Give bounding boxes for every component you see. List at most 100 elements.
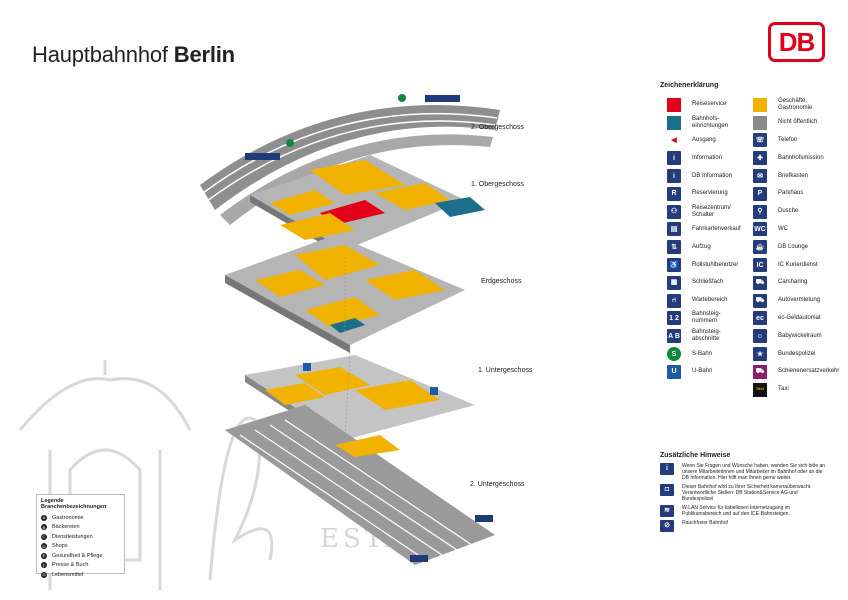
legend-item-label: Autovermietung: [778, 297, 821, 304]
parking-icon: P: [753, 186, 767, 201]
u-bahn-icon: U: [667, 364, 681, 379]
page-title: Hauptbahnhof Berlin: [32, 42, 235, 67]
legend-item: ⚲ Dusche: [753, 203, 839, 221]
legend-item-label: Schließfach: [692, 279, 724, 286]
db-info-icon: i: [667, 169, 681, 184]
legend-item-label: DB Lounge: [778, 243, 809, 250]
exit-arrow: ◀: [671, 136, 677, 144]
branch-label: Shops: [52, 543, 68, 550]
shower-icon: ⚲: [753, 204, 767, 219]
station-map: [200, 94, 500, 565]
courier-icon: IC: [753, 258, 767, 273]
legend-item: i Information: [667, 149, 741, 167]
branch-legend-heading: Legende Branchenbezeichnungen: [41, 498, 107, 510]
legend-item: Geschäfte, Gastronomie: [753, 96, 839, 114]
level-1og: [250, 155, 485, 257]
no-smoking-icon: ⊘: [660, 520, 674, 532]
legend-item: ★ Bundespolizei: [753, 345, 839, 363]
platform-section-icon: A B: [667, 329, 681, 344]
hints-heading: Zusätzliche Hinweise: [660, 452, 731, 459]
legend-item-label: DB Information: [692, 172, 733, 179]
level-label-2og: 2. Obergeschoss: [471, 124, 524, 131]
atm-icon: ec: [753, 311, 767, 326]
hint-text: Rauchfreier Bahnhof: [682, 520, 728, 526]
reservation-icon: R: [667, 186, 681, 201]
bus-icon: ⛟: [753, 364, 767, 379]
legend-item: A B Bahnsteig- abschnitte: [667, 327, 741, 345]
legend-item: U U-Bahn: [667, 363, 741, 381]
camera-icon: ◘: [660, 484, 674, 496]
legend-item: ⑁Wartebereich: [667, 292, 741, 310]
police-icon: ★: [753, 347, 767, 362]
branch-letter-icon: B: [41, 524, 47, 531]
level-2ug-platforms: [225, 405, 495, 565]
legend-item-label: Dusche: [778, 208, 799, 215]
wifi-icon: ≋: [660, 505, 674, 517]
info-icon: i: [667, 151, 681, 166]
legend-item: ☺Babywickelraum: [753, 327, 839, 345]
taxi-icon: TAXI: [753, 382, 767, 397]
branch-letter-icon: F: [41, 562, 47, 569]
legend-item: Bahnhofs- einrichtungen: [667, 114, 741, 132]
legend-item-label: Bahnhofsmission: [778, 154, 824, 161]
legend-item-label: Briefkasten: [778, 172, 809, 179]
legend-item-label: Nicht öffentlich: [778, 119, 818, 126]
legend-item-label: Rollstuhlbenutzer: [692, 261, 739, 268]
legend-item-label: Aufzug: [692, 243, 711, 250]
legend-item: ♿ Rollstuhlbenutzer: [667, 256, 741, 274]
wc-icon: WC: [753, 222, 767, 237]
legend-item: ✉ Briefkasten: [753, 167, 839, 185]
legend-item: Nicht öffentlich: [753, 114, 839, 132]
legend-item-label: Fahrkartenverkauf: [692, 225, 741, 232]
branch-label: Gesundheit & Pflege: [52, 552, 103, 559]
red-square: [667, 97, 681, 112]
legend-item: ec ec-Geldautomat: [753, 310, 839, 328]
legend-item-label: Wartebereich: [692, 297, 728, 304]
legend-item-label: ec-Geldautomat: [778, 314, 821, 321]
legend-item: i DB Information: [667, 167, 741, 185]
db-logo: DB: [768, 22, 825, 62]
legend-item-label: Bahnsteig- abschnitte: [692, 329, 721, 343]
branch-letter-icon: G: [41, 571, 47, 578]
legend-item-label: Reisezentrum/ Schalter: [692, 204, 731, 218]
legend-item-label: S-Bahn: [692, 350, 713, 357]
legend-item-label: Babywickelraum: [778, 332, 822, 339]
platform-number-icon: 1 2: [667, 311, 681, 326]
travel-center-icon: ⚇: [667, 204, 681, 219]
legend-item-label: Telefon: [778, 136, 798, 143]
legend-item-label: Information: [692, 154, 723, 161]
info-icon: i: [660, 463, 674, 475]
mailbox-icon: ✉: [753, 169, 767, 184]
hint-text: Dieser Bahnhof wird zu Ihrer Sicherheit …: [682, 484, 812, 502]
legend-item-label: U-Bahn: [692, 368, 713, 375]
legend-heading: Zeichenerklärung: [660, 82, 719, 89]
wheelchair-icon: ♿: [667, 258, 681, 273]
level-label-1og: 1. Obergeschoss: [471, 181, 524, 188]
legend-item-label: Bahnsteig- nummern: [692, 311, 721, 325]
legend-item: ✚Bahnhofsmission: [753, 149, 839, 167]
yellow-square: [753, 97, 767, 112]
branch-letter-icon: A: [41, 514, 47, 521]
legend-item: ⇅Aufzug: [667, 238, 741, 256]
legend-item: ☕ DB Lounge: [753, 238, 839, 256]
lounge-icon: ☕: [753, 240, 767, 255]
legend-item-label: Bundespolizei: [778, 350, 816, 357]
legend-item: ⛟Autovermietung: [753, 292, 839, 310]
teal-square: [667, 115, 681, 130]
branch-label: Bäckereien: [52, 524, 80, 531]
ticket-machine-icon: ▤: [667, 222, 681, 237]
legend-item: ◀Ausgang: [667, 132, 741, 150]
phone-icon: ☏: [753, 133, 767, 148]
legend-item: Reiseservice: [667, 96, 741, 114]
carsharing-icon: ⛟: [753, 275, 767, 290]
level-label-2ug: 2. Untergeschoss: [470, 481, 525, 488]
